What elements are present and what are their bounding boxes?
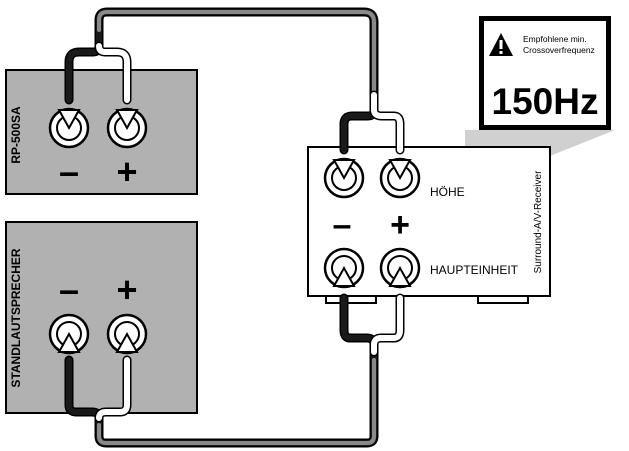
bottom-speaker-label: STANDLAUTSPRECHER — [9, 248, 23, 387]
terminal-receiver-hoehe-negative — [323, 157, 365, 199]
terminal-receiver-hoehe-positive — [379, 157, 421, 199]
top-speaker-box — [5, 69, 198, 195]
callout-text-line2: Crossoverfrequenz — [523, 45, 595, 55]
callout-frequency-value: 150Hz — [492, 81, 599, 122]
callout-text-line1: Empfohlene min. — [523, 34, 587, 44]
terminal-top-speaker-positive — [106, 107, 148, 149]
receiver-plus: + — [390, 206, 410, 244]
warning-triangle-icon — [489, 33, 513, 56]
wires — [64, 7, 405, 448]
top-speaker-minus: – — [59, 151, 79, 192]
crossover-callout: Empfohlene min. Crossoverfrequenz 150Hz — [479, 16, 611, 130]
receiver-row-label-hoehe: HÖHE — [430, 185, 465, 199]
terminal-receiver-haupteinheit-positive — [379, 247, 421, 289]
top-speaker-plus: + — [116, 151, 137, 192]
bottom-speaker-minus: – — [59, 269, 79, 310]
terminals — [48, 107, 421, 355]
receiver-foot-left — [325, 295, 377, 304]
top-speaker-label: RP-500SA — [9, 106, 23, 164]
terminal-bottom-speaker-positive — [106, 313, 148, 355]
terminal-bottom-speaker-negative — [48, 313, 90, 355]
receiver-label: Surround-A/V-Receiver — [533, 170, 544, 273]
bottom-speaker-box — [5, 221, 198, 414]
receiver-minus: – — [333, 206, 352, 244]
receiver-row-label-haupteinheit: HAUPTEINHEIT — [430, 263, 519, 277]
receiver-foot-right — [477, 295, 529, 304]
terminal-receiver-haupteinheit-negative — [323, 247, 365, 289]
bottom-speaker-plus: + — [116, 269, 137, 310]
terminal-top-speaker-negative — [48, 107, 90, 149]
